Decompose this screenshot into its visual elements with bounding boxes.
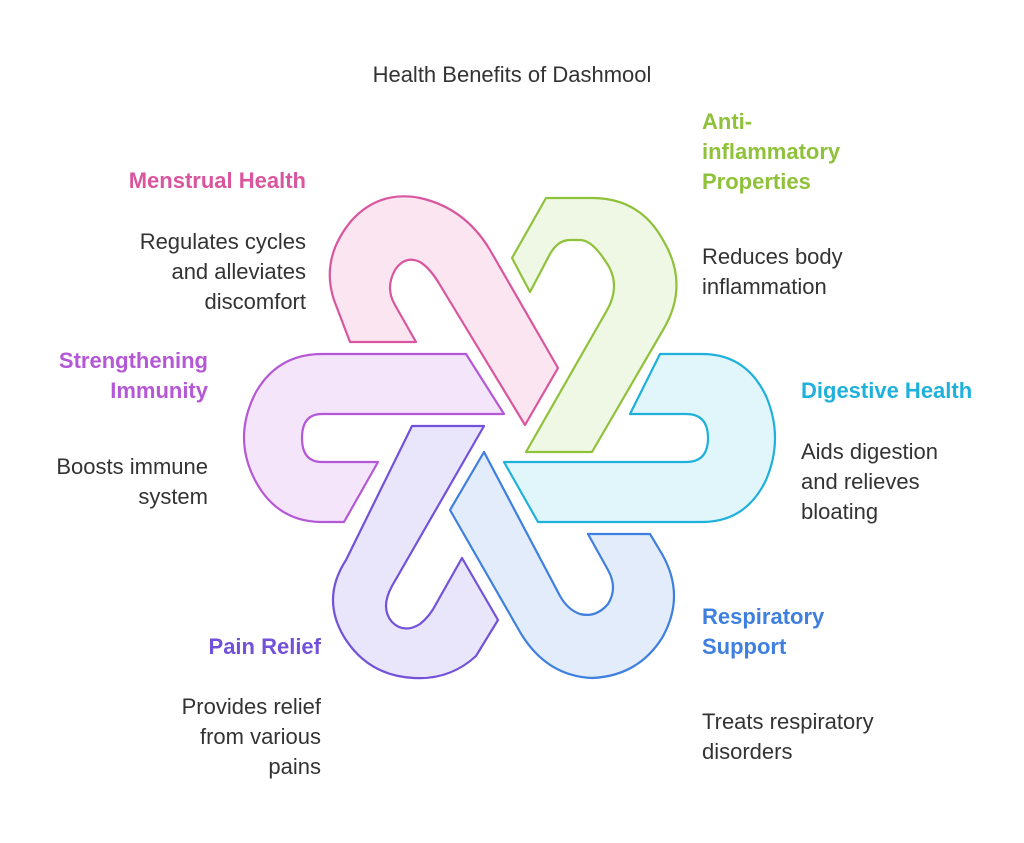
anti-inflammatory-loop bbox=[510, 196, 678, 454]
pain-relief-heading: Pain Relief bbox=[208, 634, 321, 659]
respiratory-support-heading: Respiratory Support bbox=[702, 604, 825, 659]
strengthening-immunity-heading: Strengthening Immunity bbox=[58, 348, 208, 403]
pain-relief-loop bbox=[331, 424, 500, 680]
menstrual-health-heading: Menstrual Health bbox=[128, 168, 306, 193]
respiratory-support-loop bbox=[448, 450, 676, 680]
digestive-health-heading: Digestive Health bbox=[801, 378, 973, 403]
anti-inflammatory-heading: Anti- inflammatory Properties bbox=[702, 109, 841, 194]
respiratory-support-description: Treats respiratory disorders bbox=[702, 709, 874, 764]
pain-relief-description: Provides relief from various pains bbox=[181, 694, 321, 779]
diagram-title: Health Benefits of Dashmool bbox=[372, 62, 652, 87]
strengthening-immunity-description: Boosts immune system bbox=[56, 454, 208, 509]
anti-inflammatory-description: Reduces body inflammation bbox=[702, 244, 843, 299]
menstrual-health-loop bbox=[328, 195, 560, 427]
digestive-health-description: Aids digestion and relieves bloating bbox=[801, 439, 938, 524]
strengthening-immunity-loop bbox=[242, 352, 506, 524]
menstrual-health-description: Regulates cycles and alleviates discomfo… bbox=[139, 229, 306, 314]
digestive-health-loop bbox=[502, 352, 777, 524]
